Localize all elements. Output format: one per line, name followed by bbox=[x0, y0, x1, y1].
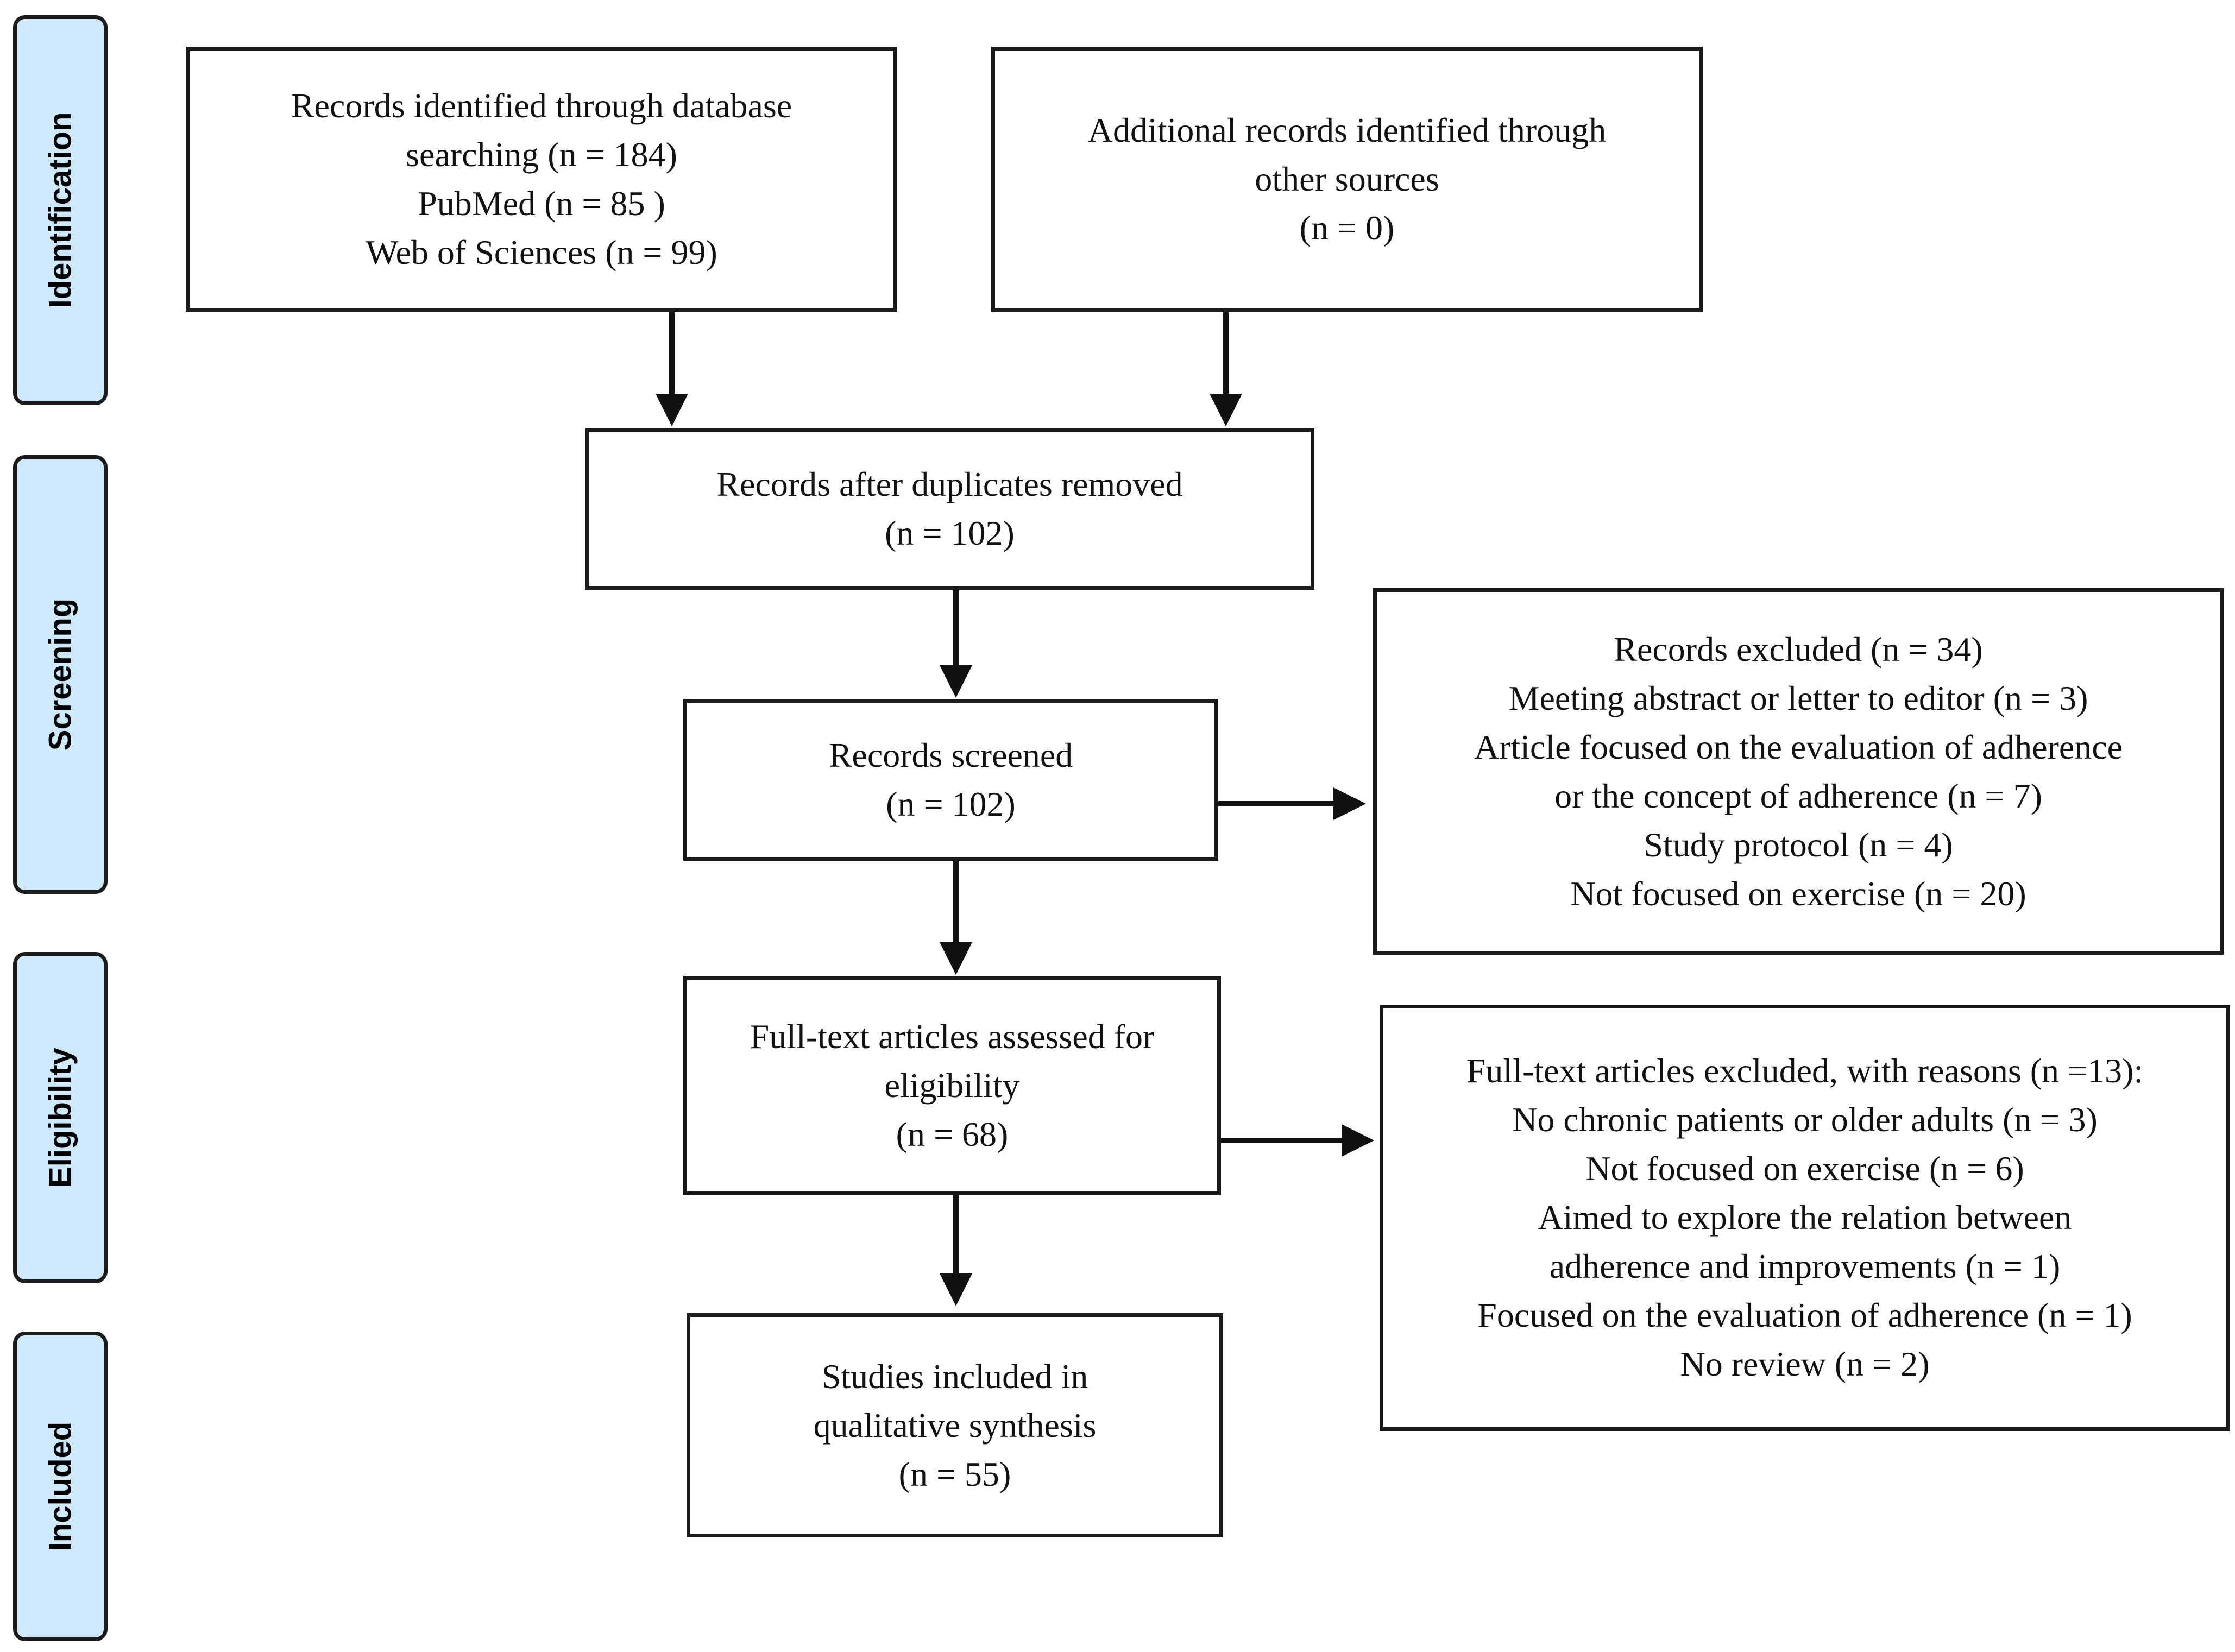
box-fulltext-excluded: Full-text articles excluded, with reason… bbox=[1380, 1005, 2230, 1431]
box-after-duplicates: Records after duplicates removed (n = 10… bbox=[585, 428, 1314, 590]
box-fulltext-assessed: Full-text articles assessed for eligibil… bbox=[683, 976, 1221, 1195]
box-records-screened: Records screened (n = 102) bbox=[683, 699, 1218, 861]
box-records-excluded: Records excluded (n = 34) Meeting abstra… bbox=[1373, 588, 2224, 955]
stage-included: Included bbox=[13, 1332, 108, 1641]
stage-screening: Screening bbox=[13, 455, 108, 894]
stage-identification: Identification bbox=[13, 15, 108, 405]
box-included-studies: Studies included in qualitative synthesi… bbox=[687, 1313, 1223, 1537]
box-other-sources: Additional records identified through ot… bbox=[991, 47, 1703, 312]
box-database-records: Records identified through database sear… bbox=[186, 47, 897, 312]
stage-eligibility: Eligibility bbox=[13, 952, 108, 1283]
